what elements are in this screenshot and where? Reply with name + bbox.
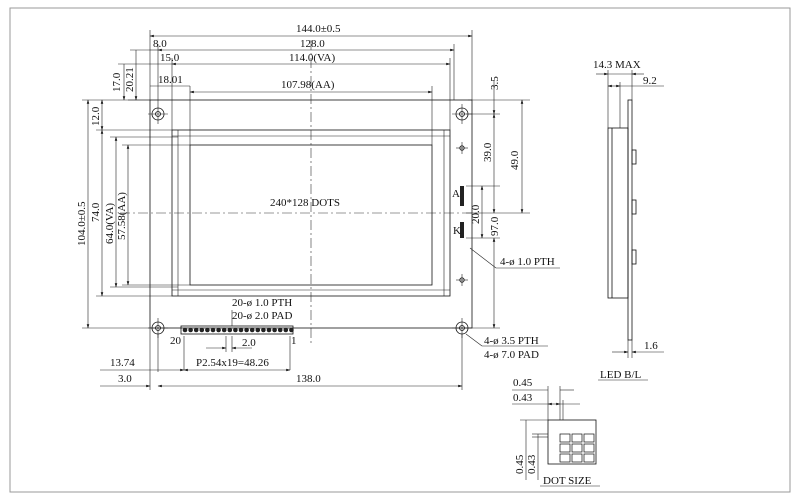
dot-height-043: 0.43 [526, 454, 538, 474]
side-dim-92: 9.2 [643, 75, 657, 87]
dim-va-width: 114.0(VA) [289, 52, 335, 64]
dim-pitch-total: P2.54x19=48.26 [196, 357, 269, 369]
dim-aa-height: 57.58(AA) [116, 192, 128, 240]
dim-left-18: 18.01 [158, 74, 183, 86]
dot-cell [559, 433, 571, 443]
connector-pin [289, 327, 294, 333]
dot-height-045: 0.45 [514, 454, 526, 474]
pin-k-label: K [453, 225, 461, 237]
connector-pin [255, 327, 261, 333]
dot-cell [583, 443, 595, 453]
dim-left-15: 15.0 [160, 52, 180, 64]
dim-right-49: 49.0 [509, 150, 521, 170]
connector-pins [180, 325, 294, 335]
dot-cell [559, 453, 571, 463]
connector-pin [277, 327, 283, 333]
drawing-frame [9, 7, 791, 493]
dim-pcb-inner-width: 128.0 [300, 38, 325, 50]
mounting-hole-tl [148, 104, 168, 124]
dimension-lines [82, 30, 560, 390]
dot-cell [583, 433, 595, 443]
dim-pin-pitch: 2.0 [242, 337, 256, 349]
connector-pin [210, 327, 216, 333]
mount-pad-note: 4-ø 7.0 PAD [484, 349, 539, 361]
dots-label: 240*128 DOTS [270, 197, 340, 209]
connector-pin [283, 327, 289, 333]
dim-bottom-1374: 13.74 [110, 357, 135, 369]
dim-va-height: 64.0(VA) [104, 203, 116, 244]
connector-pin [199, 327, 205, 333]
connector-pin [188, 327, 193, 333]
connector-pin [205, 327, 210, 333]
dim-right-35: 3.5 [489, 76, 501, 90]
connector-pin [272, 327, 277, 333]
dim-height-74: 74.0 [90, 202, 102, 222]
side-caption: LED B/L [600, 369, 642, 381]
pins-pth-note: 20-ø 1.0 PTH [232, 297, 292, 309]
connector-pin [193, 327, 199, 333]
connector-pin [266, 327, 272, 333]
connector-pin [216, 327, 221, 333]
connector-pin [238, 327, 244, 333]
connector-pin [233, 327, 238, 333]
connector-pin [261, 327, 266, 333]
dim-right-39: 39.0 [482, 142, 494, 162]
front-view [120, 40, 478, 346]
dim-right-20: 20.0 [470, 204, 482, 224]
dot-width-045: 0.45 [513, 377, 533, 389]
dot-width-043: 0.43 [513, 392, 533, 404]
pin-a-label: A [452, 188, 460, 200]
connector-pin [221, 327, 227, 333]
dim-top-2021: 20.21 [124, 67, 136, 92]
connector-pin [244, 327, 249, 333]
dim-top-17: 17.0 [111, 72, 123, 92]
pin-20-label: 20 [170, 335, 182, 347]
dimension-texts: 144.0±0.5 128.0 114.0(VA) 107.98(AA) 8.0… [76, 23, 555, 385]
pin-1-label: 1 [291, 335, 297, 347]
dim-overall-height: 104.0±0.5 [76, 201, 88, 246]
dot-cell [571, 443, 583, 453]
dim-aa-width: 107.98(AA) [281, 79, 335, 91]
dim-overall-width: 144.0±0.5 [296, 23, 341, 35]
dot-cell [583, 453, 595, 463]
dot-size-detail: 0.45 0.43 0.45 0.43 DOT SIZE [512, 377, 600, 487]
dot-cell [571, 433, 583, 443]
dim-top-12: 12.0 [90, 106, 102, 126]
connector-pin [227, 327, 233, 333]
connector-pin [249, 327, 255, 333]
small-hole-note: 4-ø 1.0 PTH [500, 256, 555, 268]
connector-pin [182, 327, 188, 333]
dot-size-caption: DOT SIZE [543, 475, 592, 487]
small-holes [456, 142, 468, 286]
side-max-thickness: 14.3 MAX [593, 59, 641, 71]
dim-bottom-138: 138.0 [296, 373, 321, 385]
dot-cell [559, 443, 571, 453]
side-view: 14.3 MAX 9.2 1.6 LED B/L [593, 59, 664, 381]
mount-pth-note: 4-ø 3.5 PTH [484, 335, 539, 347]
dot-cell [571, 453, 583, 463]
dim-left-8: 8.0 [153, 38, 167, 50]
side-dim-16: 1.6 [644, 340, 658, 352]
dim-bottom-3: 3.0 [118, 373, 132, 385]
pins-pad-note: 20-ø 2.0 PAD [232, 310, 292, 322]
dim-right-97: 97.0 [489, 216, 501, 236]
